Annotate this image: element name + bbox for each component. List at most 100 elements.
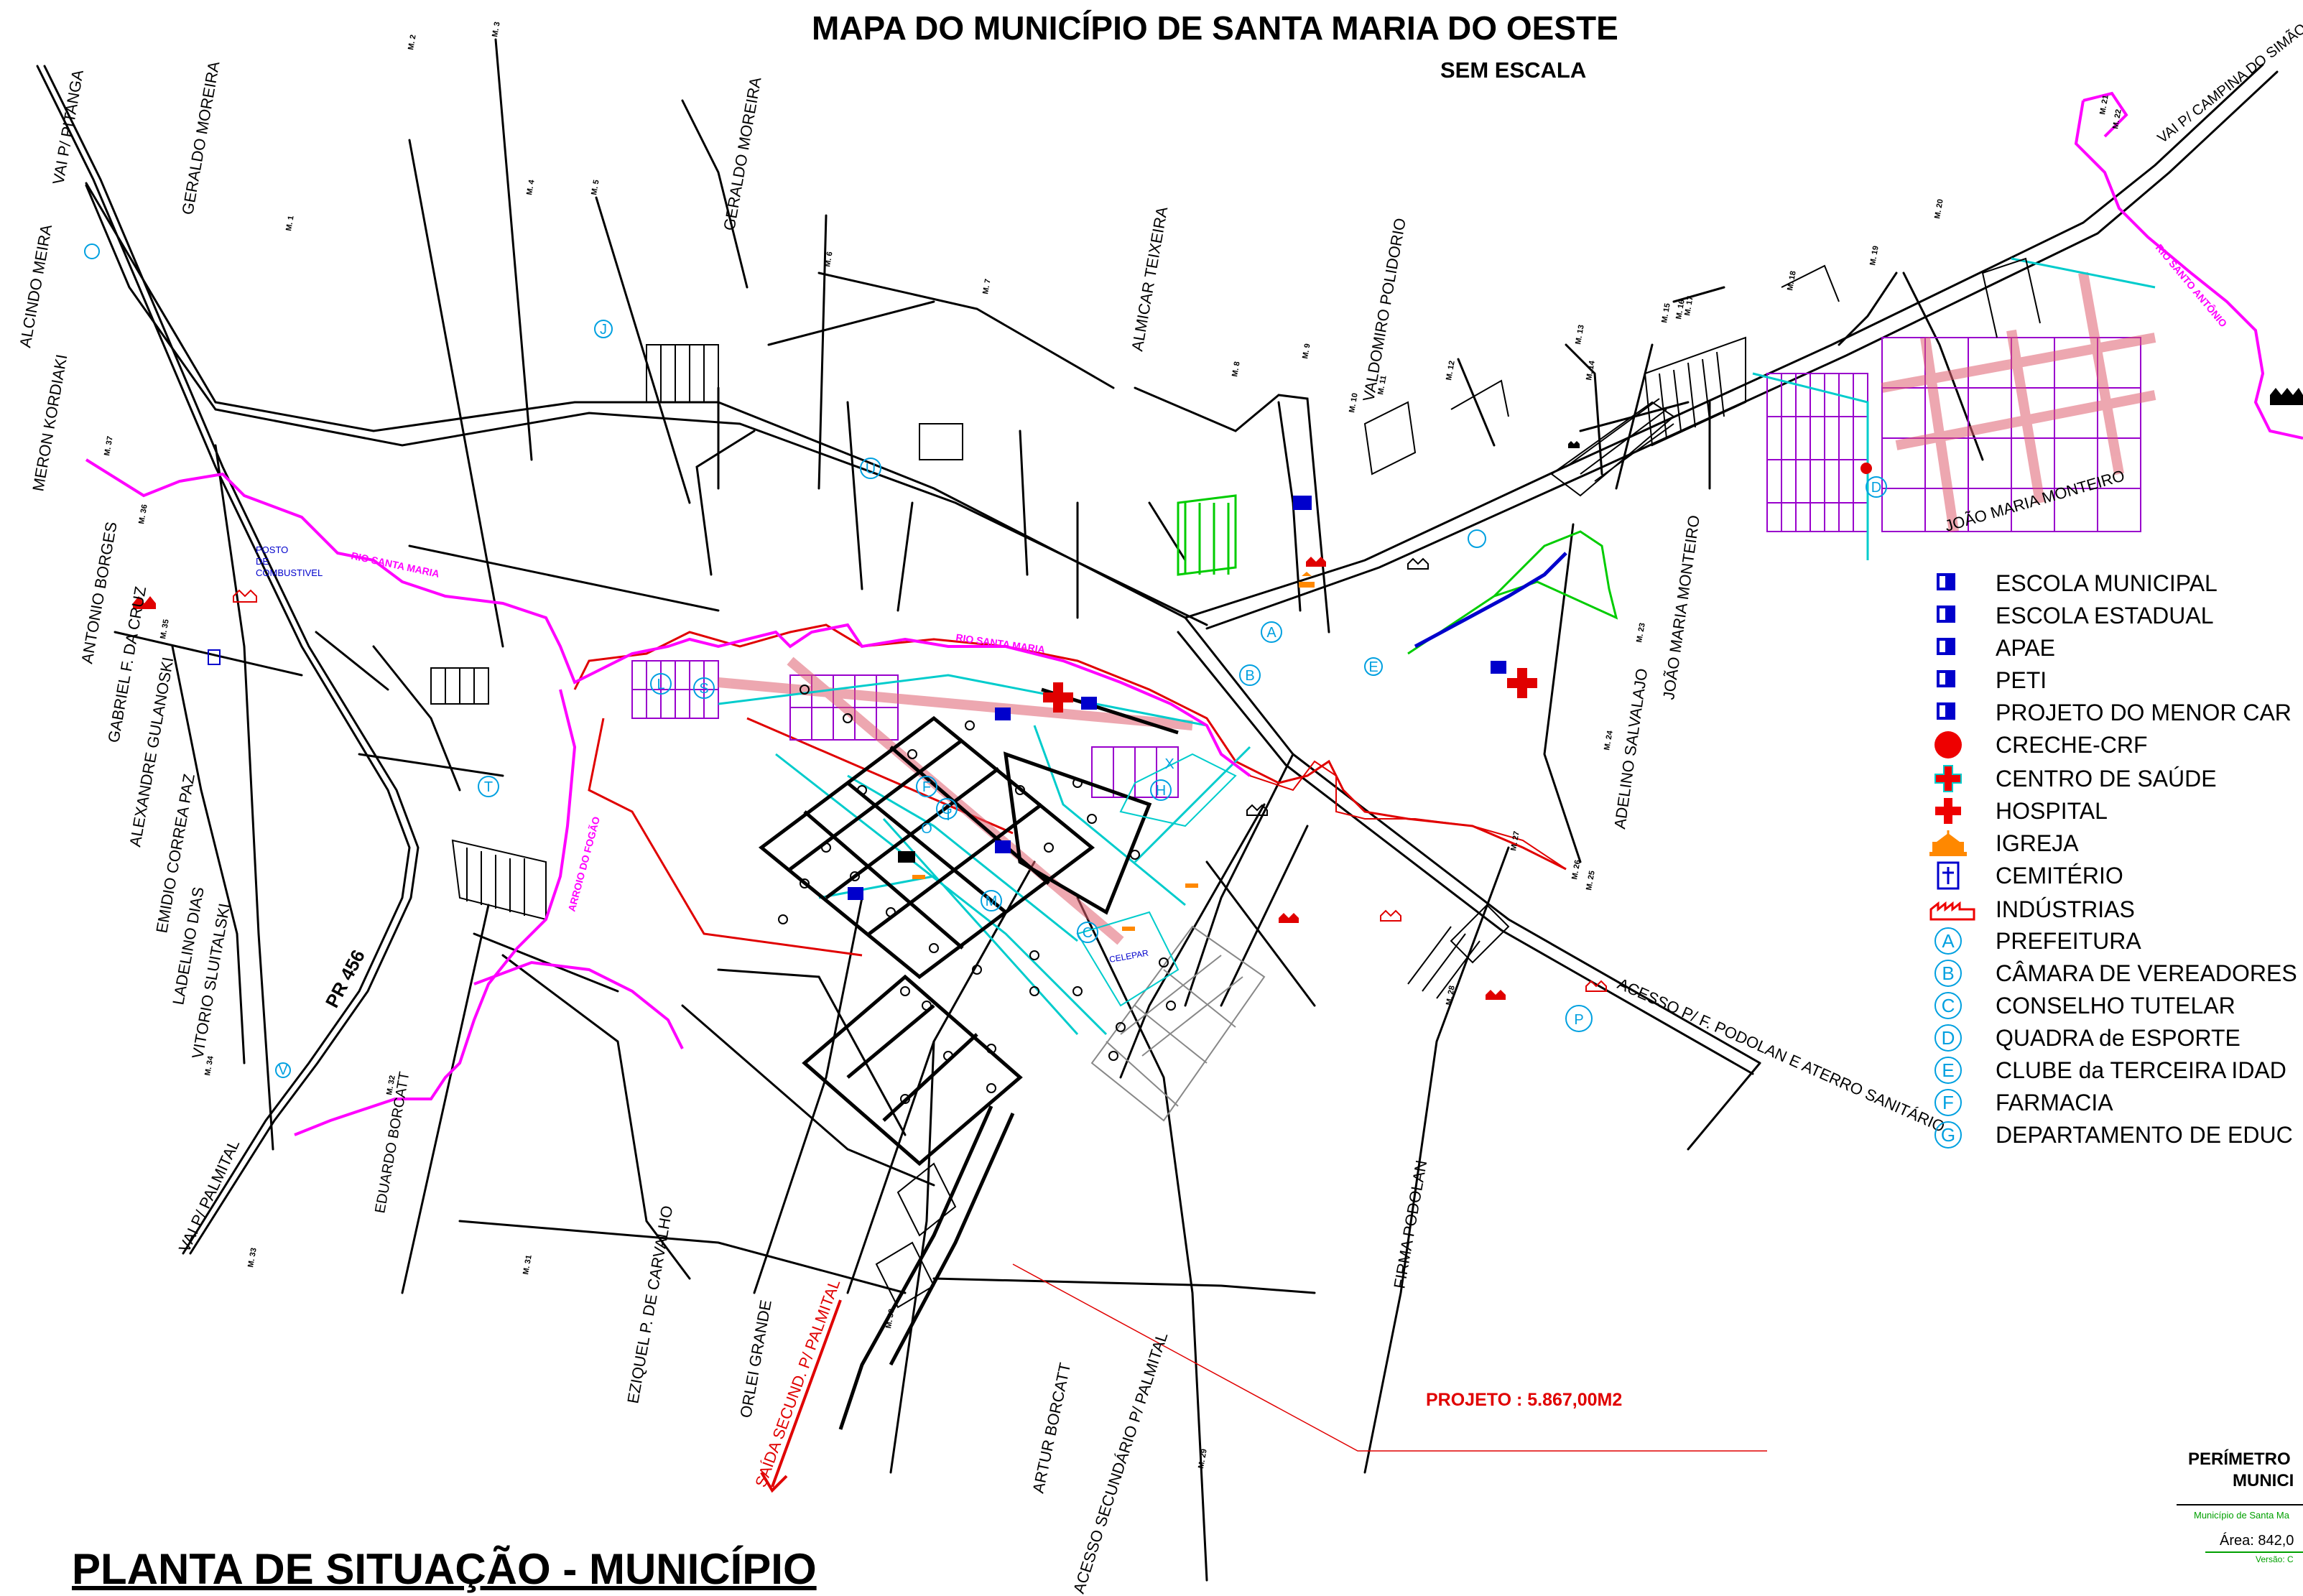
milestone-label: M. 35 (159, 618, 171, 639)
road-label-alexandre: ALEXANDRE GULANOSKI (126, 656, 177, 848)
milestone-label: M. 34 (203, 1054, 216, 1076)
map-letter-text: A B C D E F G H I J L M O P S T U V X (278, 322, 1881, 1078)
road-label-artur: ARTUR BORCATT (1029, 1361, 1074, 1495)
milestone-label: M. 8 (1231, 361, 1242, 377)
legend-label: FARMACIA (1996, 1090, 2113, 1115)
milestone-label: M. 25 (1585, 870, 1597, 891)
letter-e-circle-icon: E (1934, 1057, 1962, 1084)
road-label-meron: MERON KORDIAKI (29, 353, 70, 493)
milestone-label: M. 27 (1509, 830, 1521, 851)
road-label-gabriel: GABRIEL F. DA CRUZ (104, 585, 149, 743)
map-letter-f: F (922, 779, 931, 795)
legend-item-escola-estadual: ESCOLA ESTADUAL (1932, 600, 2303, 631)
map-letter-t: T (484, 779, 493, 795)
legend-label: ESCOLA MUNICIPAL (1996, 570, 2218, 596)
road-label-acesso-sec: ACESSO SECUNDÁRIO P/ PALMITAL (1070, 1330, 1171, 1596)
letter-c-circle-icon: C (1934, 992, 1962, 1019)
map-letter-p: P (1574, 1012, 1583, 1028)
factory-icon (133, 596, 156, 609)
milestone-label: M. 33 (246, 1247, 259, 1268)
factory-icon (233, 589, 257, 603)
legend-label: INDÚSTRIAS (1996, 896, 2135, 922)
road-label-geraldo-2: GERALDO MOREIRA (720, 75, 764, 232)
legend-item-igreja: IGREJA (1929, 827, 2303, 859)
map-letter-m: M (986, 894, 998, 909)
milestone-label: M. 5 (590, 179, 601, 195)
health-cross-icon (1934, 765, 1962, 792)
map-letter-g: G (941, 802, 953, 817)
milestone-labels: M. 1 M. 2 M. 3 M. 4 M. 5 M. 6 M. 7 M. 8 … (103, 21, 2123, 1469)
legend-label: CEMITÉRIO (1996, 863, 2123, 889)
red-dot-icon (1934, 731, 1962, 758)
legend-item-farmacia: F FARMACIA (1932, 1087, 2303, 1118)
perimeter-title-2: MUNICI (2233, 1471, 2294, 1490)
legend-label: CÂMARA DE VEREADORES (1996, 960, 2297, 986)
milestone-label: M. 31 (522, 1254, 534, 1275)
road-label-joao-1: JOÃO MARIA MONTEIRO (1659, 514, 1703, 701)
road-label-pr456: PR 456 (321, 946, 369, 1011)
milestone-label: M. 13 (1574, 324, 1586, 345)
legend-item-hospital: HOSPITAL (1932, 795, 2303, 827)
milestone-label: M. 14 (1585, 359, 1597, 381)
milestone-label: M. 28 (1445, 985, 1457, 1006)
road-label-podolan: FIRMA PODOLAN (1390, 1159, 1430, 1290)
legend-item-creche: CRECHE-CRF (1932, 729, 2303, 761)
celepar-label: CELEPAR (1108, 948, 1149, 965)
legend-item-conselho: C CONSELHO TUTELAR (1932, 990, 2303, 1021)
cemetery-icon (1937, 861, 1960, 890)
map-letter-i: I (946, 808, 950, 824)
letter-d-circle-icon: D (1934, 1024, 1962, 1052)
map-symbols (133, 388, 2303, 1104)
perimeter-title-1: PERÍMETRO (2188, 1449, 2291, 1469)
map-letter-a: A (1266, 625, 1276, 641)
legend-label: CRECHE-CRF (1996, 732, 2148, 758)
road-label-almicar: ALMICAR TEIXEIRA (1128, 205, 1171, 353)
posto-line-3: COMBUSTIVEL (256, 567, 323, 578)
factory-icon (1585, 980, 1607, 992)
factory-icon (1380, 909, 1401, 922)
perimeter-info: PERÍMETRO MUNICI Município de Santa Ma Á… (2177, 1444, 2303, 1596)
church-icon (1122, 927, 1135, 931)
perimeter-divider-2 (2205, 1551, 2303, 1553)
map-letter-c: C (1083, 925, 1093, 941)
legend-label: HOSPITAL (1996, 798, 2108, 824)
milestone-label: M. 36 (137, 504, 149, 524)
legend-label: CONSELHO TUTELAR (1996, 993, 2235, 1019)
milestone-label: M. 6 (823, 251, 835, 267)
church-icon (1299, 572, 1315, 588)
milestone-label: M. 3 (491, 21, 502, 37)
legend-item-centro-saude: CENTRO DE SAÚDE (1932, 763, 2303, 794)
map-letter-l: L (657, 677, 664, 692)
milestone-label: M. 32 (385, 1075, 397, 1095)
map-letter-s: S (699, 681, 708, 697)
legend-item-cemiterio: CEMITÉRIO (1932, 860, 2303, 891)
book-icon (1937, 670, 1955, 687)
factory-icon (1279, 913, 1299, 923)
road-label-campina: VAI P/ CAMPINA DO SIMÃO (2154, 19, 2303, 147)
book-icon (1937, 702, 1955, 720)
milestone-label: M. 4 (525, 179, 537, 196)
church-icon (1185, 883, 1198, 888)
factory-icon (1306, 557, 1326, 567)
legend-label: APAE (1996, 635, 2055, 661)
road-label-geraldo-1: GERALDO MOREIRA (178, 60, 223, 216)
book-icon (1937, 638, 1955, 655)
letter-g-circle-icon: G (1934, 1121, 1962, 1149)
svg-text:G: G (1941, 1124, 1955, 1146)
river-label-santo-antonio: RIO SANTO ANTÔNIO (2154, 241, 2230, 329)
book-icon (1937, 606, 1955, 623)
legend-item-projeto-menor: PROJETO DO MENOR CAR (1932, 697, 2303, 728)
school-icon (1081, 697, 1097, 710)
posto-line-1: POSTO (256, 544, 288, 555)
legend-label: IGREJA (1996, 830, 2079, 856)
map-letter-u: U (866, 461, 876, 477)
milestone-label: M. 23 (1635, 622, 1647, 643)
school-icon (995, 840, 1011, 853)
road-label-adelino: ADELINO SALVALAJO (1611, 667, 1651, 830)
svg-text:B: B (1942, 962, 1954, 984)
milestone-label: M. 12 (1445, 360, 1457, 381)
svg-text:D: D (1942, 1027, 1955, 1049)
legend-label: DEPARTAMENTO DE EDUC (1996, 1122, 2293, 1148)
road-label-alcindo: ALCINDO MEIRA (16, 223, 55, 349)
exit-arrow (760, 1299, 842, 1493)
